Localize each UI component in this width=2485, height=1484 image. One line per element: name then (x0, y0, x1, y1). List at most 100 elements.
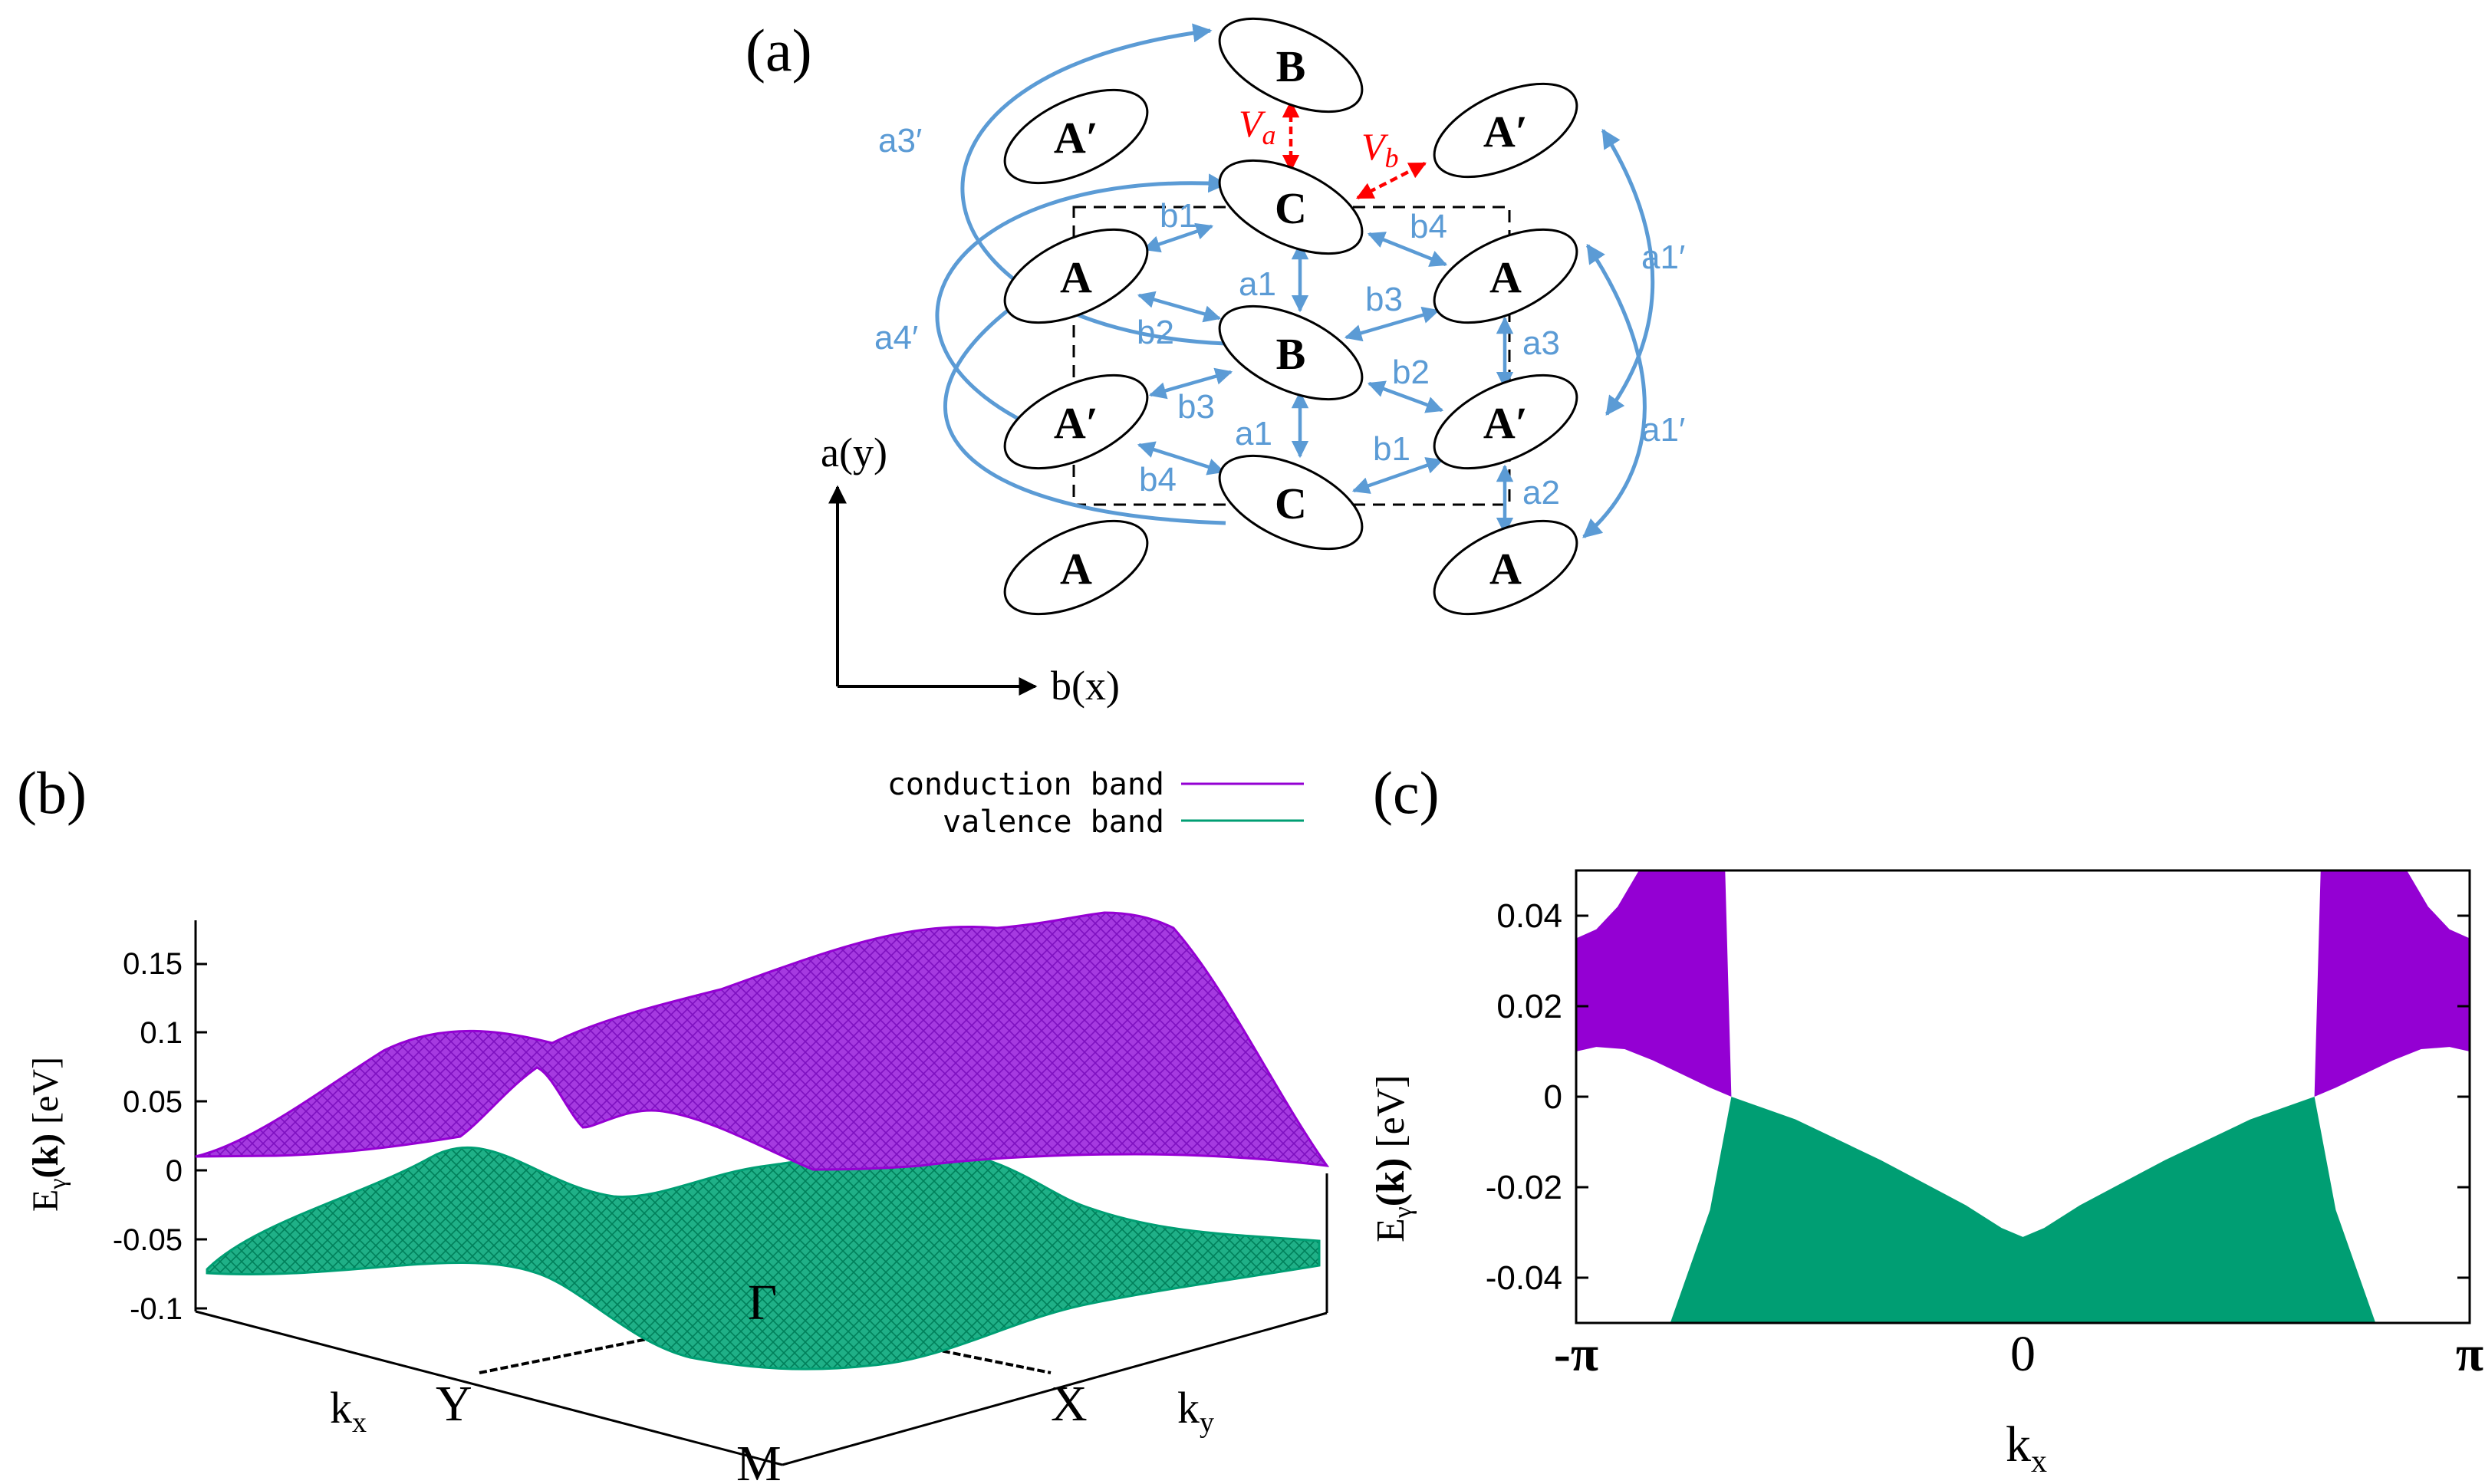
legend-entry-valence: valence band (943, 805, 1164, 840)
axis-label-ky: ky (1177, 1383, 1214, 1439)
direction-axes (828, 485, 1038, 696)
bond-labels: a3′ a4′ b1 b4 a1 b3 a3 b2 b2 b3 a1 b1 b4… (874, 122, 1685, 512)
sites (1003, 17, 1578, 616)
base-edge-front-right (782, 1311, 1328, 1466)
bond-label-b3-top: b3 (1365, 281, 1403, 318)
site-A-mid-left (1003, 228, 1149, 324)
site-B-center (1218, 304, 1364, 401)
site-label: C (1275, 479, 1307, 528)
site-Ap-top-right (1433, 82, 1578, 179)
site-label: B (1276, 329, 1306, 379)
site-label: A′ (1054, 113, 1098, 163)
y-tick-label: -0.02 (1486, 1169, 1562, 1206)
bond-label-b3-left: b3 (1177, 388, 1215, 426)
panel-a: (a) (746, 17, 1685, 709)
site-A-mid-right (1433, 228, 1578, 324)
bond-label-a1-low: a1 (1235, 415, 1272, 452)
x-tick-label: π (2456, 1326, 2483, 1382)
long-range-hoppings (935, 23, 1655, 538)
bond-label-a3: a3 (1522, 324, 1560, 362)
conduction-band-fill-right (2314, 870, 2470, 1097)
panel-b: (b) conduction band valence band 0.15 0.… (17, 759, 1330, 1484)
bond-label-b4-top: b4 (1410, 208, 1447, 245)
bond-b1-low (1351, 457, 1444, 494)
bond-a4p-upper (935, 173, 1228, 436)
bond-label-a1p-upper: a1′ (1641, 239, 1685, 276)
y-tick-label: -0.04 (1486, 1259, 1562, 1297)
z-tick-label: 0.15 (123, 947, 183, 981)
interactions (1282, 100, 1427, 200)
kpoint-Y: Y (436, 1376, 472, 1432)
interaction-Vb (1355, 161, 1427, 200)
band-fills (1576, 870, 2470, 1323)
site-labels: B A′ A′ C A A B A′ A′ C A A (1054, 41, 1528, 594)
site-A-bottom-right (1433, 519, 1578, 616)
bond-label-a2: a2 (1522, 474, 1560, 512)
z-axis-label: Eγ(k) [eV] (25, 1057, 71, 1212)
z-ticks: 0.15 0.1 0.05 0 -0.05 -0.1 (113, 947, 207, 1326)
site-Ap-low-right (1433, 373, 1578, 470)
bond-a4p-lower (943, 305, 1226, 525)
x-ticks: -π 0 π (1554, 1326, 2483, 1382)
valence-band-surface (206, 1146, 1321, 1370)
bond-a1p-upper (1601, 128, 1655, 416)
site-A-bottom-left (1003, 519, 1149, 616)
z-tick-label: 0.05 (123, 1085, 183, 1119)
site-label: C (1275, 183, 1307, 233)
bond-b4-top (1367, 232, 1448, 267)
interaction-label-Va: Va (1239, 102, 1276, 150)
z-tick-label: -0.05 (113, 1223, 183, 1257)
site-label: A (1060, 544, 1092, 594)
bond-label-b1-low: b1 (1373, 430, 1410, 468)
bond-label-a4p: a4′ (874, 319, 918, 357)
site-label: A′ (1483, 398, 1528, 448)
bond-b3-left (1148, 367, 1233, 400)
bond-label-a1-top: a1 (1239, 265, 1276, 303)
conduction-band-fill-left (1576, 870, 1732, 1097)
bond-a3p (960, 23, 1226, 346)
site-label: A (1489, 544, 1522, 594)
bond-label-b2-left: b2 (1137, 314, 1174, 351)
z-tick-label: 0 (166, 1154, 183, 1188)
site-C-bottom (1218, 454, 1364, 551)
interaction-labels: Va Vb (1239, 102, 1399, 173)
z-tick-label: -0.1 (130, 1292, 183, 1326)
y-ticks: 0.040.020-0.02-0.04 (1486, 897, 2470, 1297)
y-tick-label: 0 (1544, 1078, 1562, 1116)
panel-c-label: (c) (1373, 759, 1440, 826)
bond-label-a1p-lower: a1′ (1641, 411, 1685, 449)
band-marks (1576, 870, 2470, 1323)
bond-label-a3p: a3′ (878, 122, 922, 160)
site-B-top (1218, 17, 1364, 114)
bond-a1p-lower (1582, 243, 1647, 538)
bond-b1-top (1142, 222, 1214, 253)
legend-entry-conduction: conduction band (887, 767, 1164, 802)
site-label: A (1060, 252, 1092, 302)
axis-b-label: b(x) (1051, 663, 1120, 709)
conduction-band-surface (195, 911, 1330, 1171)
panel-a-label: (a) (746, 17, 812, 84)
bond-b2-left (1137, 291, 1222, 323)
valence-band-fill (1670, 1097, 2376, 1323)
y-tick-label: 0.04 (1496, 897, 1562, 935)
site-Ap-top-left (1003, 88, 1149, 185)
bond-label-b1-top: b1 (1160, 197, 1197, 235)
bond-b2-right (1367, 380, 1444, 413)
site-label: A (1489, 252, 1522, 302)
bond-label-b4-low: b4 (1139, 461, 1177, 499)
base-edge-front-left (195, 1310, 783, 1466)
kpoint-X: X (1051, 1376, 1088, 1432)
site-label: A′ (1483, 107, 1528, 156)
interaction-label-Vb: Vb (1361, 125, 1399, 173)
site-C-top (1218, 159, 1364, 255)
site-Ap-low-left (1003, 373, 1149, 470)
bond-b3-top (1344, 306, 1440, 342)
site-label: A′ (1054, 398, 1098, 448)
site-label: B (1276, 41, 1306, 91)
x-tick-label: -π (1554, 1326, 1598, 1382)
x-axis-label: kx (2006, 1417, 2047, 1479)
x-tick-label: 0 (2010, 1326, 2036, 1382)
bond-b4-low (1137, 441, 1226, 475)
